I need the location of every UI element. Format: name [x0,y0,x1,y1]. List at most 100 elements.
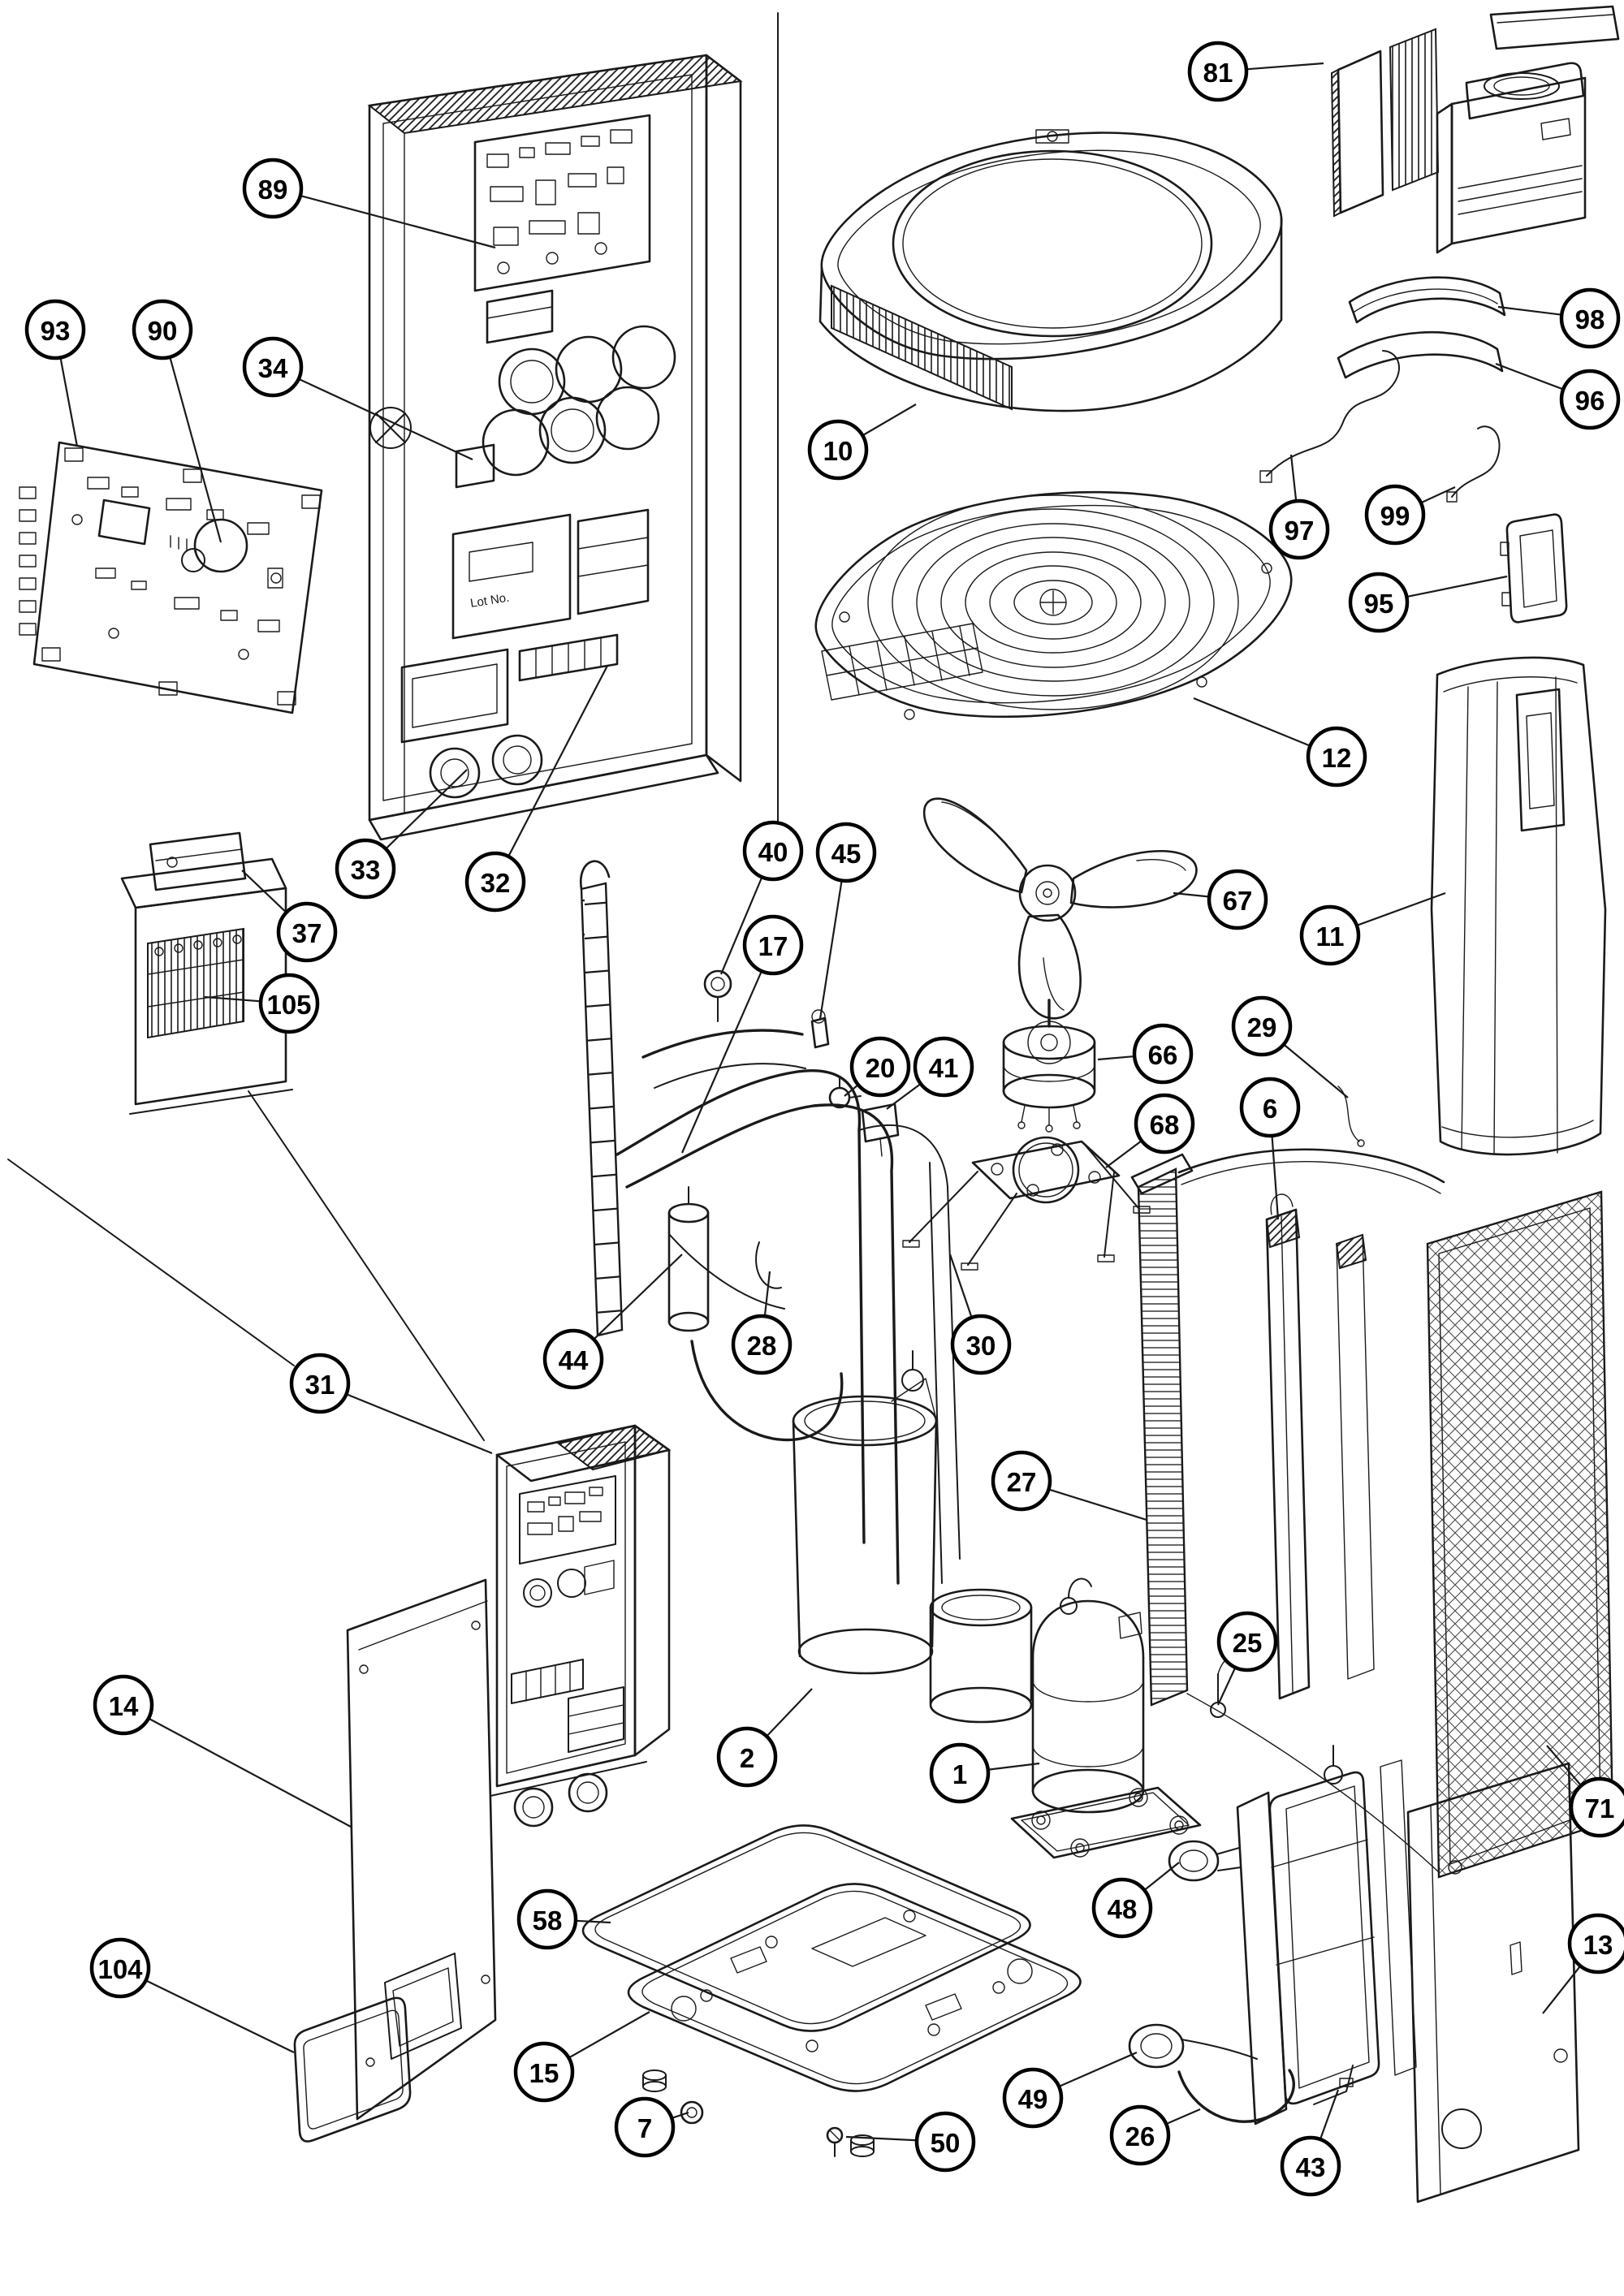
edge-connector-teeth [19,486,37,636]
callout-balloon [542,1328,604,1390]
leader-line [1271,1135,1280,1220]
callout-34: 34 [242,336,473,460]
callout-12: 12 [1193,697,1367,788]
callout-balloon [1239,1077,1301,1138]
callout-33: 33 [335,769,468,900]
water-union-48 [1168,1840,1242,1882]
callout-number: 68 [1150,1110,1180,1140]
water-union-49 [1128,2023,1258,2069]
evaporator-coil [1130,1148,1614,1879]
callout-97: 97 [1268,454,1330,560]
motor-mount-bracket [902,1136,1151,1271]
leader-line [385,769,468,850]
callout-balloon [716,1726,778,1788]
callout-balloon [513,2041,575,2103]
control-board [473,114,651,292]
callout-number: 30 [966,1331,996,1361]
transformer [577,508,650,615]
callout-balloon [258,973,320,1034]
leader-line [575,1919,611,1924]
leader-line [1165,2108,1201,2126]
leader-line [680,970,762,1154]
callout-28: 28 [731,1271,793,1375]
callout-number: 81 [1203,58,1233,88]
power-board-panel [19,441,323,714]
callout-58: 58 [516,1888,611,1950]
callout-105: 105 [204,973,320,1034]
callout-50: 50 [845,2111,976,2173]
leader-line [241,870,287,913]
junction-box [400,648,509,744]
spiral-grille [867,494,1239,710]
callout-2: 2 [716,1688,813,1788]
callout-number: 45 [831,839,862,869]
callout-number: 43 [1296,2152,1326,2182]
callout-13: 13 [1542,1913,1624,2014]
callout-number: 17 [758,931,788,961]
drain-pipe-26 [1177,2069,1295,2123]
callout-balloon [242,336,304,398]
front-panel-13 [1406,1762,1580,2203]
contactor-bracket [120,831,293,1115]
callout-balloon [1306,726,1367,788]
lot-number-label: Lot No. [469,591,510,611]
right-side-panel [1430,656,1607,1156]
corner-trim-strips [1259,276,1506,503]
callout-17: 17 [680,914,804,1154]
fan-top-cover [818,129,1283,412]
filter-dryer-44 [667,1186,710,1332]
callout-balloon [1231,995,1293,1057]
callout-number: 10 [823,436,853,466]
tube-rack [580,882,624,1337]
leader-line [1173,891,1210,898]
callout-balloon [242,158,304,219]
callout-balloon [24,299,86,360]
lower-transformer [568,1686,624,1753]
callout-49: 49 [1002,2051,1138,2129]
callout-balloon [849,1036,911,1098]
grommet-7 [680,2100,704,2125]
wire-harness-99 [1446,425,1501,503]
callout-15: 15 [513,2011,650,2103]
leader-line [298,378,473,460]
callout-number: 41 [929,1053,959,1083]
lower-control-board [519,1475,616,1564]
callout-96: 96 [1495,362,1621,430]
callout-number: 34 [258,353,288,383]
vent-grille-strip [831,284,1013,411]
screw-50 [826,2126,844,2157]
callout-10: 10 [807,404,917,481]
callout-number: 44 [559,1345,589,1375]
callout-number: 93 [41,316,71,346]
callout-balloon [815,822,877,883]
tubing-assembly [579,860,961,1585]
leader-line [1497,305,1562,316]
callout-balloon [1364,484,1426,546]
callout-29: 29 [1231,995,1349,1098]
callout-balloon [1567,1913,1624,1974]
vent-grid [821,623,983,701]
callout-30: 30 [948,1254,1012,1375]
callout-number: 40 [758,837,788,867]
callout-balloon [914,2111,976,2173]
leader-line [1283,1043,1349,1098]
bracket-43 [1313,2065,1354,2105]
capacitor-90 [193,518,248,573]
callout-balloon [1299,904,1361,966]
callout-balloon [742,914,804,976]
wire-harness-97 [1259,350,1400,483]
callout-number: 7 [637,2113,652,2143]
leader-line [766,1688,813,1737]
callout-balloon [1002,2067,1064,2129]
lower-terminal-strip [511,1659,584,1704]
callout-31: 31 [289,1353,493,1455]
callout-number: 50 [931,2128,961,2158]
callout-number: 66 [1148,1040,1178,1070]
callout-balloon [1268,498,1330,560]
callout-93: 93 [24,299,86,447]
handle-recess [1515,688,1566,832]
leader-line [148,1717,352,1828]
leader-line [862,404,917,437]
callout-balloon [1216,1611,1278,1672]
